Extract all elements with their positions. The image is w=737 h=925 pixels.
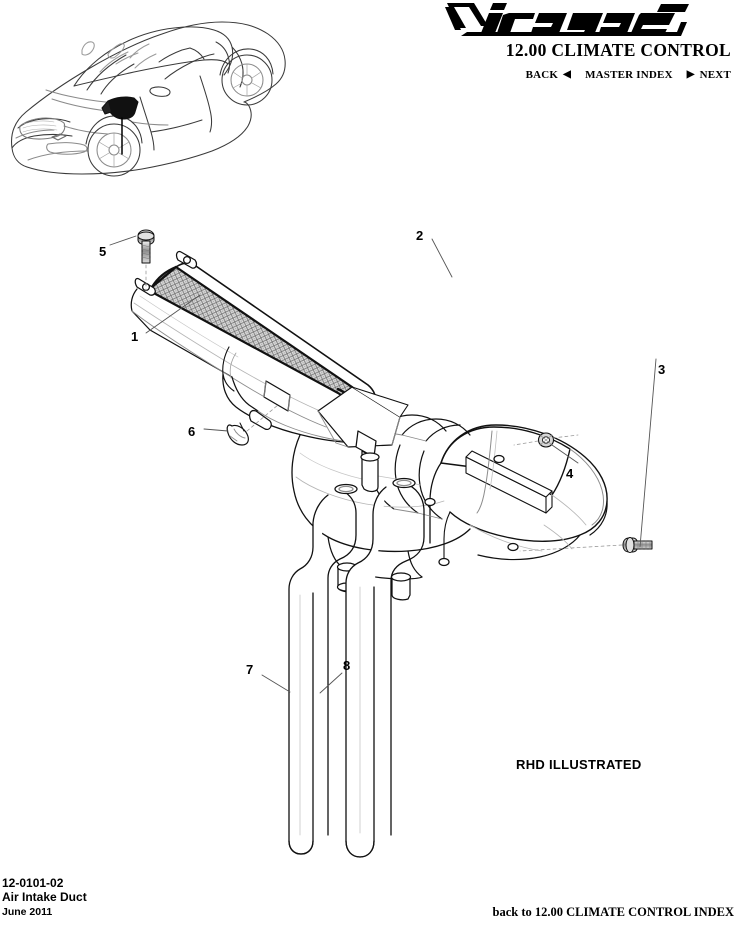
air-intake-duct-drawing — [109, 229, 657, 858]
master-index-link[interactable]: MASTER INDEX — [585, 69, 673, 81]
clip-part-6 — [226, 422, 249, 446]
footer-left: 12-0101-02 Air Intake Duct June 2011 — [2, 876, 87, 919]
nut-part-4 — [537, 432, 555, 448]
triangle-left-icon[interactable]: ◀ — [563, 69, 572, 80]
page-title: 12.00 CLIMATE CONTROL — [505, 40, 731, 60]
callout-6[interactable]: 6 — [188, 424, 196, 439]
callout-2[interactable]: 2 — [416, 228, 424, 243]
publication-date: June 2011 — [2, 906, 53, 918]
navigation-bar: BACK ◀ MASTER INDEX ▶ NEXT — [431, 69, 731, 81]
part-section-name: Air Intake Duct — [2, 890, 87, 904]
back-to-index-link[interactable]: back to 12.00 CLIMATE CONTROL INDEX — [492, 905, 734, 919]
callout-8[interactable]: 8 — [343, 658, 351, 673]
triangle-right-icon[interactable]: ▶ — [686, 69, 695, 80]
callout-1[interactable]: 1 — [131, 329, 139, 344]
rhd-illustrated-note: RHD ILLUSTRATED — [516, 757, 642, 772]
callout-3[interactable]: 3 — [658, 362, 666, 377]
screw-part-3 — [622, 537, 653, 553]
callout-5[interactable]: 5 — [99, 244, 107, 259]
screw-part-5 — [137, 229, 155, 264]
back-link[interactable]: BACK — [525, 69, 559, 81]
part-section-code: 12-0101-02 — [2, 876, 64, 890]
car-outline-icon — [11, 21, 286, 177]
next-link[interactable]: NEXT — [699, 69, 731, 81]
callout-4[interactable]: 4 — [566, 466, 574, 481]
exploded-parts-diagram — [0, 195, 737, 875]
callout-7[interactable]: 7 — [246, 662, 254, 677]
document-header: 12.00 CLIMATE CONTROL BACK ◀ MASTER INDE… — [431, 2, 731, 81]
vehicle-illustration — [4, 2, 292, 192]
virage-wordmark-icon — [445, 3, 689, 36]
